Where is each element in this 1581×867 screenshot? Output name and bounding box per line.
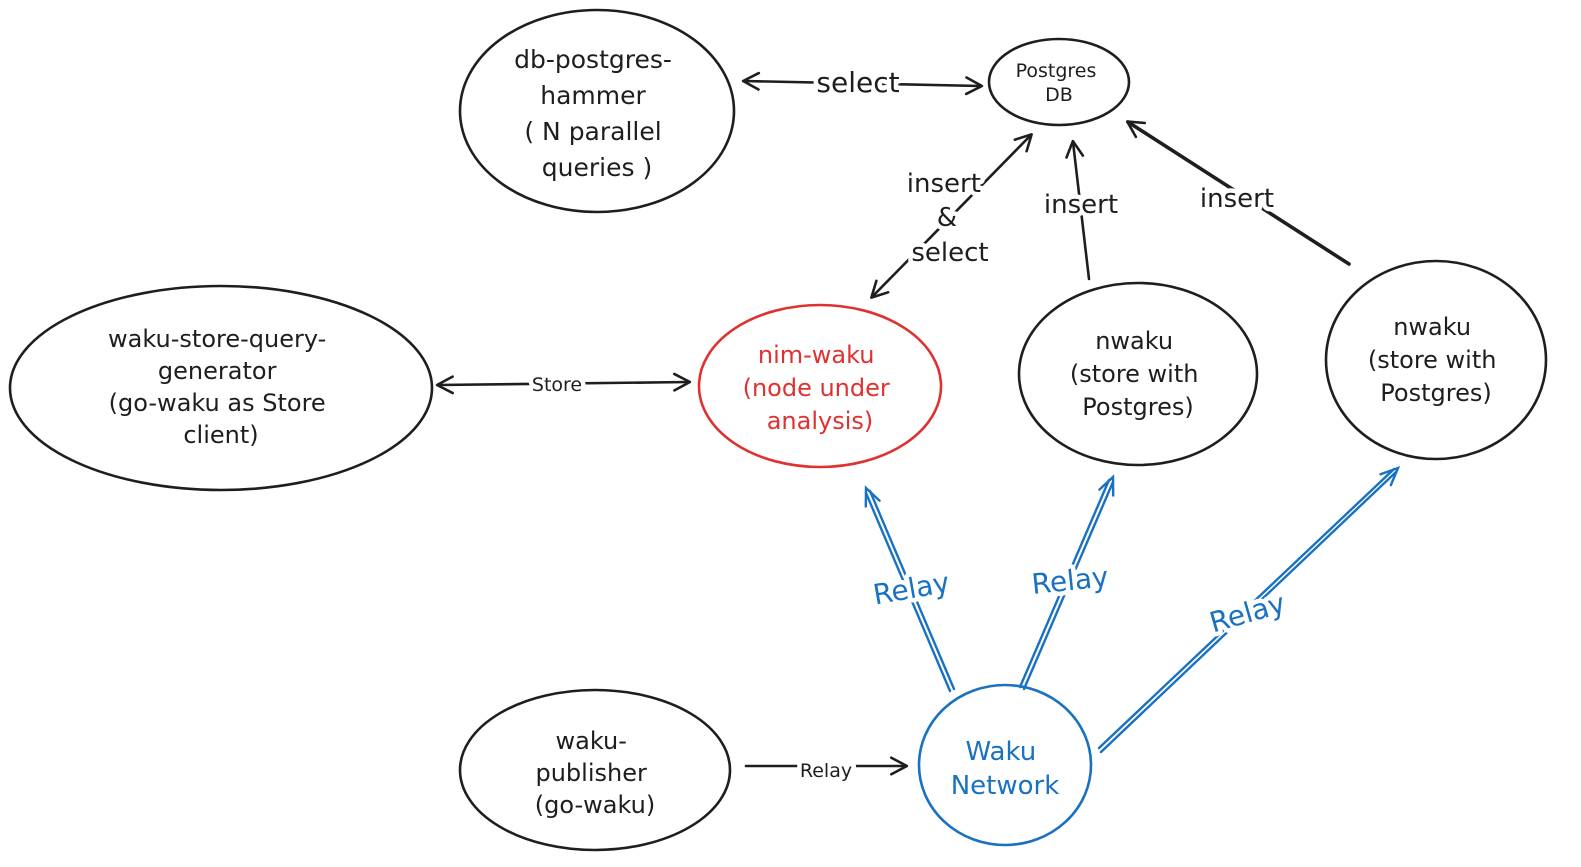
label-line: waku-	[555, 727, 626, 755]
label-line: queries )	[542, 153, 652, 182]
edge-relay-to-nwaku-right	[1097, 465, 1401, 754]
edge-relay-to-nim-waku	[864, 485, 956, 693]
label-line: (store with	[1368, 346, 1497, 374]
label-line: select	[911, 238, 988, 268]
label-line: generator	[158, 357, 277, 385]
arrowhead-icon	[1379, 465, 1401, 487]
node-nwaku-store-right	[1324, 259, 1548, 461]
node-db-postgres-hammer	[458, 8, 736, 214]
label-line: publisher	[535, 759, 646, 787]
node-waku-store-query-generator	[8, 284, 434, 492]
edge-insert-mid-label: insert	[1044, 190, 1118, 220]
edge-insert-mid-arrow	[1065, 139, 1091, 281]
label-line: Network	[951, 771, 1060, 801]
label-line: insert	[907, 169, 981, 199]
label-line: Postgres)	[1082, 393, 1193, 421]
label-line: Waku	[966, 737, 1037, 767]
edge-store-label: Store	[532, 374, 582, 396]
node-db-postgres-hammer-label: db-postgres- hammer ( N parallel queries…	[514, 45, 680, 182]
node-waku-publisher	[458, 688, 732, 852]
label-line: client)	[183, 421, 258, 449]
label-line: hammer	[540, 81, 646, 110]
label-line: waku-store-query-	[108, 325, 326, 353]
label-line: nim-waku	[758, 341, 875, 369]
arrowhead-icon	[864, 485, 881, 508]
label-line: nwaku	[1095, 327, 1173, 355]
edge-relay-to-nim-label: Relay	[871, 566, 952, 612]
edge-insert-select-label: insert & select	[907, 169, 989, 268]
label-line: Postgres	[1016, 60, 1097, 82]
label-line: (store with	[1070, 360, 1199, 388]
label-line: (go-waku)	[535, 791, 655, 819]
label-line: Postgres)	[1380, 379, 1491, 407]
edge-store-arrow	[435, 372, 692, 395]
node-nim-waku-label: nim-waku (node under analysis)	[743, 341, 898, 435]
node-waku-store-query-generator-label: waku-store-query- generator (go-waku as …	[108, 325, 334, 449]
node-waku-network	[917, 683, 1093, 847]
arrowhead-icon	[1098, 474, 1115, 497]
edge-relay-to-nwaku-mid-label: Relay	[1030, 560, 1110, 601]
node-postgres-db-label: Postgres DB	[1016, 60, 1103, 106]
edge-relay-to-nwaku-mid	[1018, 474, 1115, 691]
label-line: analysis)	[767, 407, 874, 435]
node-nwaku-store-mid-label: nwaku (store with Postgres)	[1070, 327, 1206, 421]
node-postgres-db	[987, 37, 1131, 127]
edge-publisher-relay-label: Relay	[800, 760, 852, 782]
label-line: db-postgres-	[514, 45, 672, 74]
node-nwaku-store-right-label: nwaku (store with Postgres)	[1368, 313, 1504, 407]
label-line: (node under	[743, 374, 890, 402]
node-nim-waku	[697, 303, 943, 469]
label-line: DB	[1045, 84, 1073, 106]
edge-select-arrow	[741, 71, 984, 96]
label-line: (go-waku as Store	[109, 389, 326, 417]
label-line: ( N parallel	[524, 117, 661, 146]
node-waku-network-label: Waku Network	[951, 737, 1060, 801]
edge-select-label: select	[816, 66, 899, 99]
edge-insert-right-label: insert	[1200, 184, 1274, 214]
node-waku-publisher-label: waku- publisher (go-waku)	[535, 727, 655, 819]
edge-insert-select-arrow	[870, 133, 1033, 299]
label-line: nwaku	[1393, 313, 1471, 341]
label-line: &	[937, 203, 957, 233]
node-nwaku-store-mid	[1017, 281, 1259, 467]
edge-relay-to-nwaku-right-label: Relay	[1206, 586, 1289, 639]
edge-insert-right-arrow	[1125, 120, 1351, 266]
